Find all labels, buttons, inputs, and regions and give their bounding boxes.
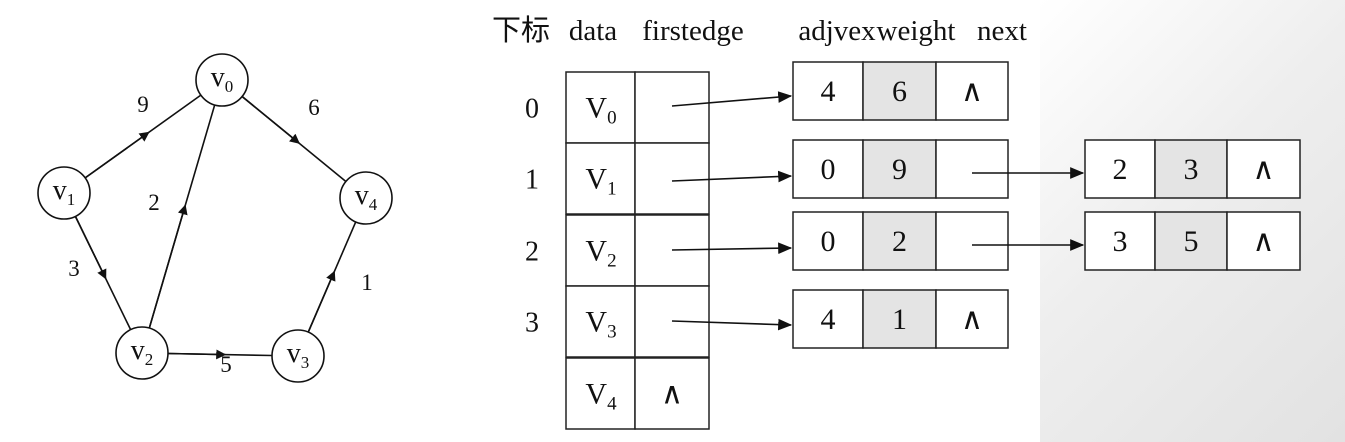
header-firstedge: firstedge <box>642 15 743 47</box>
graph-edge-weight-v1-v2: 3 <box>68 256 80 281</box>
edge-weight-cell-1-0 <box>862 139 937 199</box>
edge-next-null-2-1: ∧ <box>1253 225 1275 258</box>
firstedge-pointer-arrow-3 <box>671 318 793 331</box>
vertex-data-cell-2 <box>565 214 636 287</box>
weighted-directed-graph: 9 6 2 3 5 1 v0 v1 v2 v3 v4 <box>37 53 393 383</box>
graph-node-label-v1: v1 <box>53 175 76 209</box>
firstedge-pointer-arrow-0 <box>671 91 793 107</box>
vertex-firstedge-cell-4 <box>634 357 710 430</box>
graph-node-v4 <box>339 171 393 225</box>
edge-weight-cell-0-0 <box>862 61 937 121</box>
edge-adjvex-cell-3-0 <box>792 289 864 349</box>
row-index-2: 2 <box>525 237 539 268</box>
graph-edge-arrow-v0-v4 <box>241 95 300 144</box>
edge-next-null-1-1: ∧ <box>1253 153 1275 186</box>
row-index-1: 1 <box>525 165 539 196</box>
edge-weight-cell-2-1 <box>1154 211 1228 271</box>
edge-weight-0-0: 6 <box>892 75 907 108</box>
graph-node-label-v3: v3 <box>287 338 310 372</box>
edge-weight-2-0: 2 <box>892 225 907 258</box>
edge-weight-1-0: 9 <box>892 153 907 186</box>
vertex-label-0: V0 <box>585 92 616 129</box>
firstedge-pointer-arrow-1 <box>671 170 793 183</box>
graph-node-label-v4: v4 <box>355 180 378 214</box>
graph-node-label-v2: v2 <box>131 335 154 369</box>
graph-node-v2 <box>115 326 169 380</box>
graph-edge-arrow-v1-v2 <box>74 216 107 280</box>
graph-edge-weight-v2-v0: 2 <box>148 190 160 215</box>
edge-next-cell-1-0 <box>935 139 1009 199</box>
header-data: data <box>569 15 617 47</box>
row-index-0: 0 <box>525 94 539 125</box>
graph-node-label-v0: v0 <box>211 62 234 96</box>
edge-adjvex-2-1: 3 <box>1113 225 1128 258</box>
edge-next-cell-1-1 <box>1226 139 1301 199</box>
graph-edge-arrow-v3-v4 <box>307 270 336 333</box>
vertex-data-cell-0 <box>565 71 636 144</box>
graph-node-v3 <box>271 329 325 383</box>
null-pointer-4: ∧ <box>661 378 683 411</box>
vertex-firstedge-cell-2 <box>634 214 710 287</box>
vertex-label-3: V3 <box>585 306 616 343</box>
firstedge-pointer-arrow-2 <box>671 242 793 255</box>
edge-node-lists: 4 6 ∧ 0 9 2 3 ∧ 0 2 3 5 ∧ 4 1 ∧ <box>792 61 1301 349</box>
edge-adjvex-1-1: 2 <box>1113 153 1128 186</box>
vertex-firstedge-cell-0 <box>634 71 710 144</box>
edge-adjvex-3-0: 4 <box>821 303 836 336</box>
edge-weight-2-1: 5 <box>1184 225 1199 258</box>
edge-adjvex-cell-0-0 <box>792 61 864 121</box>
edge-adjvex-cell-1-1 <box>1084 139 1156 199</box>
edge-adjvex-2-0: 0 <box>821 225 836 258</box>
header-adjvex: adjvex <box>798 15 876 47</box>
edge-next-cell-3-0 <box>935 289 1009 349</box>
vertex-label-2: V2 <box>585 235 616 272</box>
edge-weight-1-1: 3 <box>1184 153 1199 186</box>
edge-adjvex-0-0: 4 <box>821 75 836 108</box>
graph-edge-arrow-v1-v0 <box>84 131 150 179</box>
graph-edge-weight-v2-v3: 5 <box>220 352 232 377</box>
edge-weight-cell-1-1 <box>1154 139 1228 199</box>
graph-node-v0 <box>195 53 249 107</box>
edge-next-null-3-0: ∧ <box>961 303 983 336</box>
edge-adjvex-1-0: 0 <box>821 153 836 186</box>
edge-next-cell-2-1 <box>1226 211 1301 271</box>
vertex-data-cell-1 <box>565 142 636 215</box>
vertex-label-4: V4 <box>585 378 617 415</box>
row-index-3: 3 <box>525 308 539 339</box>
edge-weight-3-0: 1 <box>892 303 907 336</box>
header-index: 下标 <box>492 14 550 47</box>
header-weight: weight <box>877 15 956 47</box>
graph-edge-weight-v0-v4: 6 <box>308 95 320 120</box>
vertex-firstedge-cell-1 <box>634 142 710 215</box>
edge-next-cell-0-0 <box>935 61 1009 121</box>
header-next: next <box>977 15 1027 47</box>
graph-edge-arrow-v2-v3 <box>167 349 227 360</box>
edge-weight-cell-2-0 <box>862 211 937 271</box>
edge-next-cell-2-0 <box>935 211 1009 271</box>
vertex-label-1: V1 <box>585 163 616 200</box>
graph-edge-weight-v3-v4: 1 <box>361 270 373 295</box>
vertex-data-cell-4 <box>565 357 636 430</box>
edge-next-null-0-0: ∧ <box>961 75 983 108</box>
graph-node-v1 <box>37 166 91 220</box>
pointer-arrows <box>671 91 1085 331</box>
graph-edge-weight-v1-v0: 9 <box>137 92 149 117</box>
edge-adjvex-cell-1-0 <box>792 139 864 199</box>
graph-edge-arrow-v2-v0 <box>148 204 188 329</box>
